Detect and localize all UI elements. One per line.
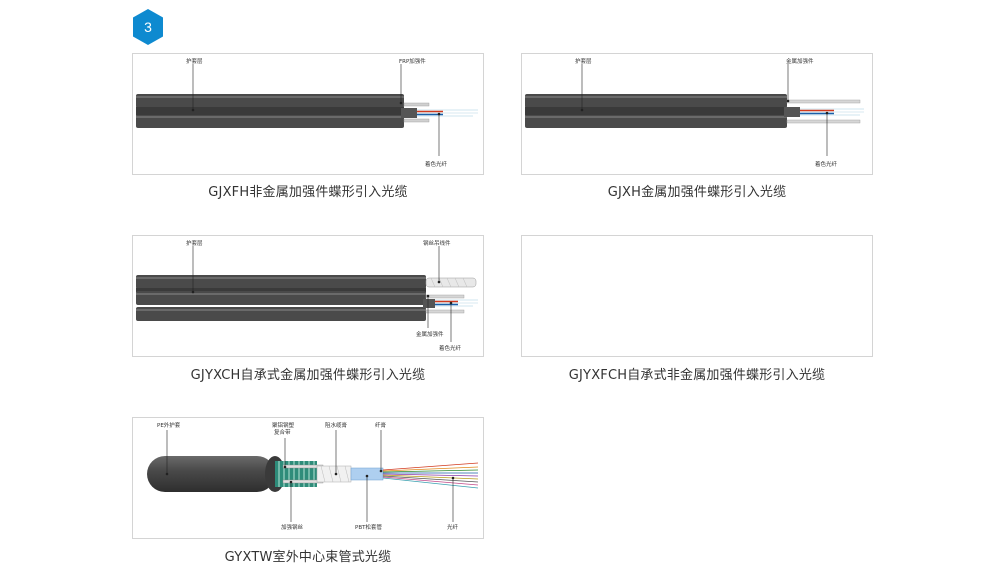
product-caption[interactable]: GJXFH非金属加强件蝶形引入光缆 xyxy=(208,185,408,200)
label-fiber: 着色光纤 xyxy=(439,344,462,352)
label-member: FRP加强件 xyxy=(399,57,426,65)
strength-member-bottom xyxy=(403,118,430,123)
product-card-gjyxfch[interactable] xyxy=(521,235,873,357)
label-armor: 聚铝钢塑 xyxy=(272,421,295,429)
strength-member-top xyxy=(786,99,861,104)
hexagon-icon xyxy=(133,9,163,45)
label-water-block: 阻水缆膏 xyxy=(325,421,348,429)
cable-illustration: 护套层 金属加强件 着色光纤 xyxy=(525,57,864,168)
cable-illustration: PE外护套 聚铝钢塑 复合带 阻水缆膏 纤膏 加强钢丝 PBT松套管 光纤 xyxy=(147,421,479,531)
label-messenger: 钢丝吊线件 xyxy=(423,239,451,247)
water-block-layer xyxy=(316,465,352,483)
product-caption[interactable]: GJYXFCH自承式非金属加强件蝶形引入光缆 xyxy=(568,368,826,383)
pe-outer-jacket xyxy=(147,456,275,492)
label-pe-jacket: PE外护套 xyxy=(157,421,181,429)
label-armor-line2: 复合带 xyxy=(274,428,291,436)
product-card-gjxh[interactable]: 护套层 金属加强件 着色光纤 xyxy=(521,53,873,175)
product-card-gjyxch[interactable]: 护套层 钢丝吊线件 金属加强件 着色光纤 xyxy=(132,235,484,357)
label-sheath: 护套层 xyxy=(186,57,203,65)
strength-member-bottom xyxy=(786,119,861,124)
step-badge: 3 xyxy=(132,9,164,45)
cable-illustration: 护套层 FRP加强件 着色光纤 xyxy=(136,57,478,168)
label-fiber: 着色光纤 xyxy=(425,160,448,168)
step-number: 3 xyxy=(144,19,152,35)
label-sheath: 护套层 xyxy=(186,239,203,247)
steel-messenger-wire xyxy=(425,277,477,288)
label-fiber: 着色光纤 xyxy=(815,160,838,168)
label-sheath: 护套层 xyxy=(575,57,592,65)
label-pbt-tube: PBT松套管 xyxy=(355,523,382,531)
cable-illustration: 护套层 钢丝吊线件 金属加强件 着色光纤 xyxy=(136,239,478,352)
label-member: 金属加强件 xyxy=(786,57,814,65)
product-card-gjxfh[interactable]: 护套层 FRP加强件 着色光纤 xyxy=(132,53,484,175)
product-caption[interactable]: GYXTW室外中心束管式光缆 xyxy=(224,550,392,565)
label-steel-wire: 加强钢丝 xyxy=(281,523,304,531)
label-member: 金属加强件 xyxy=(416,330,444,338)
label-fiber-gel: 纤膏 xyxy=(375,421,387,429)
product-caption[interactable]: GJYXCH自承式金属加强件蝶形引入光缆 xyxy=(190,368,426,383)
label-fiber: 光纤 xyxy=(447,523,459,531)
strength-member-top xyxy=(403,102,430,107)
product-card-gyxtw[interactable]: PE外护套 聚铝钢塑 复合带 阻水缆膏 纤膏 加强钢丝 PBT松套管 光纤 xyxy=(132,417,484,539)
product-caption[interactable]: GJXH金属加强件蝶形引入光缆 xyxy=(607,185,787,200)
